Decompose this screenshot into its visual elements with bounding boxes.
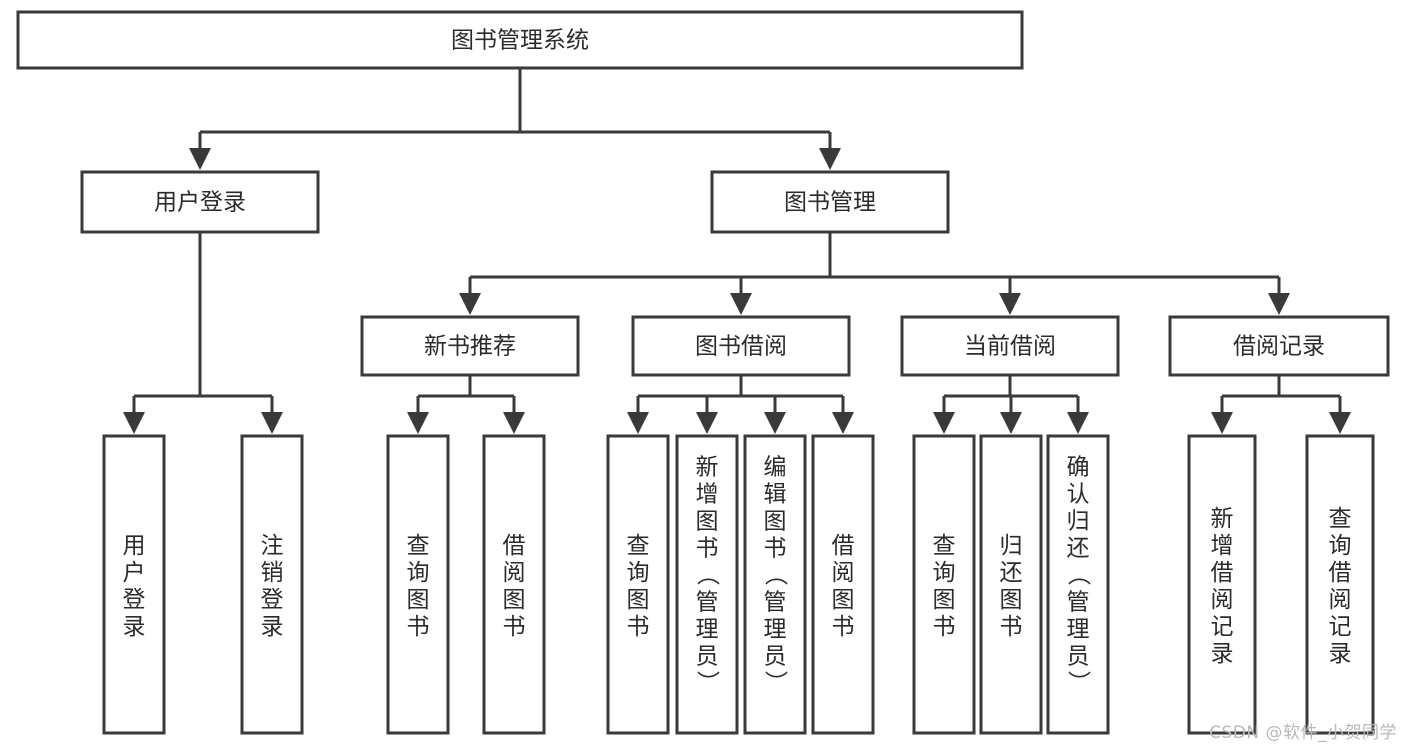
arrow-head-icon (730, 293, 752, 315)
node-label-leaf-user-login: 用户登录 (123, 533, 146, 640)
node-label-leaf-borrow-book-2: 借阅图书 (832, 533, 855, 640)
connector-group-user-login (123, 232, 283, 434)
connector-group-new-book-recommend (407, 375, 525, 434)
arrow-head-icon (459, 293, 481, 315)
connector-group-root (189, 68, 841, 170)
arrow-head-icon (123, 412, 145, 434)
node-label-leaf-query-book-1: 查询图书 (407, 533, 430, 640)
node-label-leaf-query-book-2: 查询图书 (627, 533, 650, 640)
node-box-leaf-add-borrow-record[interactable] (1187, 434, 1257, 735)
node-box-leaf-borrow-book-1[interactable] (482, 434, 546, 735)
node-leaf-borrow-book-2[interactable]: 借阅图书借阅图书 (811, 434, 875, 735)
node-label-leaf-add-book-admin: 新增图书︵管理员︶ (696, 454, 721, 696)
node-root[interactable]: 图书管理系统 (16, 10, 1024, 70)
node-box-leaf-query-book-3[interactable] (912, 434, 976, 735)
arrow-head-icon (1211, 412, 1233, 434)
arrow-head-icon (1067, 412, 1089, 434)
arrow-head-icon (261, 412, 283, 434)
node-label-root: 图书管理系统 (451, 28, 589, 54)
arrow-head-icon (1000, 412, 1022, 434)
node-box-leaf-return-book[interactable] (979, 434, 1043, 735)
node-leaf-borrow-book-1[interactable]: 借阅图书借阅图书 (482, 434, 546, 735)
node-box-book-borrow[interactable] (631, 315, 851, 377)
node-label-leaf-return-book: 归还图书 (1000, 533, 1023, 640)
connector-group-book-borrow (627, 375, 854, 434)
arrow-head-icon (407, 412, 429, 434)
node-box-leaf-query-book-1[interactable] (386, 434, 450, 735)
node-box-leaf-query-book-2[interactable] (606, 434, 670, 735)
node-box-leaf-borrow-book-2[interactable] (811, 434, 875, 735)
node-label-leaf-add-borrow-record: 新增借阅记录 (1211, 506, 1234, 667)
arrow-head-icon (819, 148, 841, 170)
node-label-book-management: 图书管理 (784, 190, 876, 216)
node-label-leaf-borrow-book-1: 借阅图书 (503, 533, 526, 640)
node-user-login[interactable]: 用户登录 (80, 170, 320, 234)
node-box-leaf-confirm-return-admin[interactable] (1046, 434, 1110, 735)
node-box-book-management[interactable] (710, 170, 950, 234)
node-leaf-edit-book-admin[interactable]: 编辑图书︵管理员︶编辑图书（管理员） (743, 434, 807, 735)
node-leaf-user-login[interactable]: 用户登录用户登录 (102, 434, 166, 735)
arrow-head-icon (696, 412, 718, 434)
arrow-head-icon (832, 412, 854, 434)
connector-layer (123, 68, 1351, 434)
arrow-head-icon (933, 412, 955, 434)
connector-group-borrow-record (1211, 375, 1351, 434)
node-label-leaf-edit-book-admin: 编辑图书︵管理员︶ (764, 454, 789, 696)
arrow-head-icon (1329, 412, 1351, 434)
node-box-leaf-query-borrow-record[interactable] (1305, 434, 1375, 735)
node-label-leaf-query-book-3: 查询图书 (933, 533, 956, 640)
node-box-leaf-edit-book-admin[interactable] (743, 434, 807, 735)
node-leaf-query-book-1[interactable]: 查询图书查询图书 (386, 434, 450, 735)
node-borrow-record[interactable]: 借阅记录 (1168, 315, 1390, 377)
node-new-book-recommend[interactable]: 新书推荐 (360, 315, 580, 377)
node-box-user-login[interactable] (80, 170, 320, 234)
node-label-user-login: 用户登录 (154, 190, 246, 216)
arrow-head-icon (999, 293, 1021, 315)
arrow-head-icon (503, 412, 525, 434)
node-box-leaf-add-book-admin[interactable] (675, 434, 739, 735)
node-current-borrow[interactable]: 当前借阅 (900, 315, 1120, 377)
arrow-head-icon (627, 412, 649, 434)
node-leaf-add-book-admin[interactable]: 新增图书︵管理员︶新增图书（管理员） (675, 434, 739, 735)
node-leaf-logout[interactable]: 注销登录注销登录 (240, 434, 304, 735)
node-leaf-add-borrow-record[interactable]: 新增借阅记录新增借阅记录 (1187, 434, 1257, 735)
node-label-leaf-query-borrow-record: 查询借阅记录 (1329, 506, 1352, 667)
node-label-new-book-recommend: 新书推荐 (424, 334, 516, 360)
arrow-head-icon (1268, 293, 1290, 315)
node-book-management[interactable]: 图书管理 (710, 170, 950, 234)
connector-group-book-management (459, 232, 1290, 315)
node-label-leaf-logout: 注销登录 (261, 533, 284, 640)
node-box-new-book-recommend[interactable] (360, 315, 580, 377)
node-box-leaf-user-login[interactable] (102, 434, 166, 735)
node-box-current-borrow[interactable] (900, 315, 1120, 377)
node-leaf-query-borrow-record[interactable]: 查询借阅记录查询借阅记录 (1305, 434, 1375, 735)
node-box-borrow-record[interactable] (1168, 315, 1390, 377)
node-leaf-return-book[interactable]: 归还图书归还图书 (979, 434, 1043, 735)
node-leaf-query-book-3[interactable]: 查询图书查询图书 (912, 434, 976, 735)
connector-group-current-borrow (933, 375, 1089, 434)
node-label-current-borrow: 当前借阅 (964, 334, 1056, 360)
node-box-leaf-logout[interactable] (240, 434, 304, 735)
node-label-book-borrow: 图书借阅 (695, 334, 787, 360)
arrow-head-icon (189, 148, 211, 170)
node-leaf-query-book-2[interactable]: 查询图书查询图书 (606, 434, 670, 735)
node-label-leaf-confirm-return-admin: 确认归还︵管理员︶ (1067, 454, 1092, 696)
node-box-root[interactable] (16, 10, 1024, 70)
node-label-borrow-record: 借阅记录 (1233, 334, 1325, 360)
node-leaf-confirm-return-admin[interactable]: 确认归还︵管理员︶确认归还（管理员） (1046, 434, 1110, 735)
arrow-head-icon (764, 412, 786, 434)
node-book-borrow[interactable]: 图书借阅 (631, 315, 851, 377)
